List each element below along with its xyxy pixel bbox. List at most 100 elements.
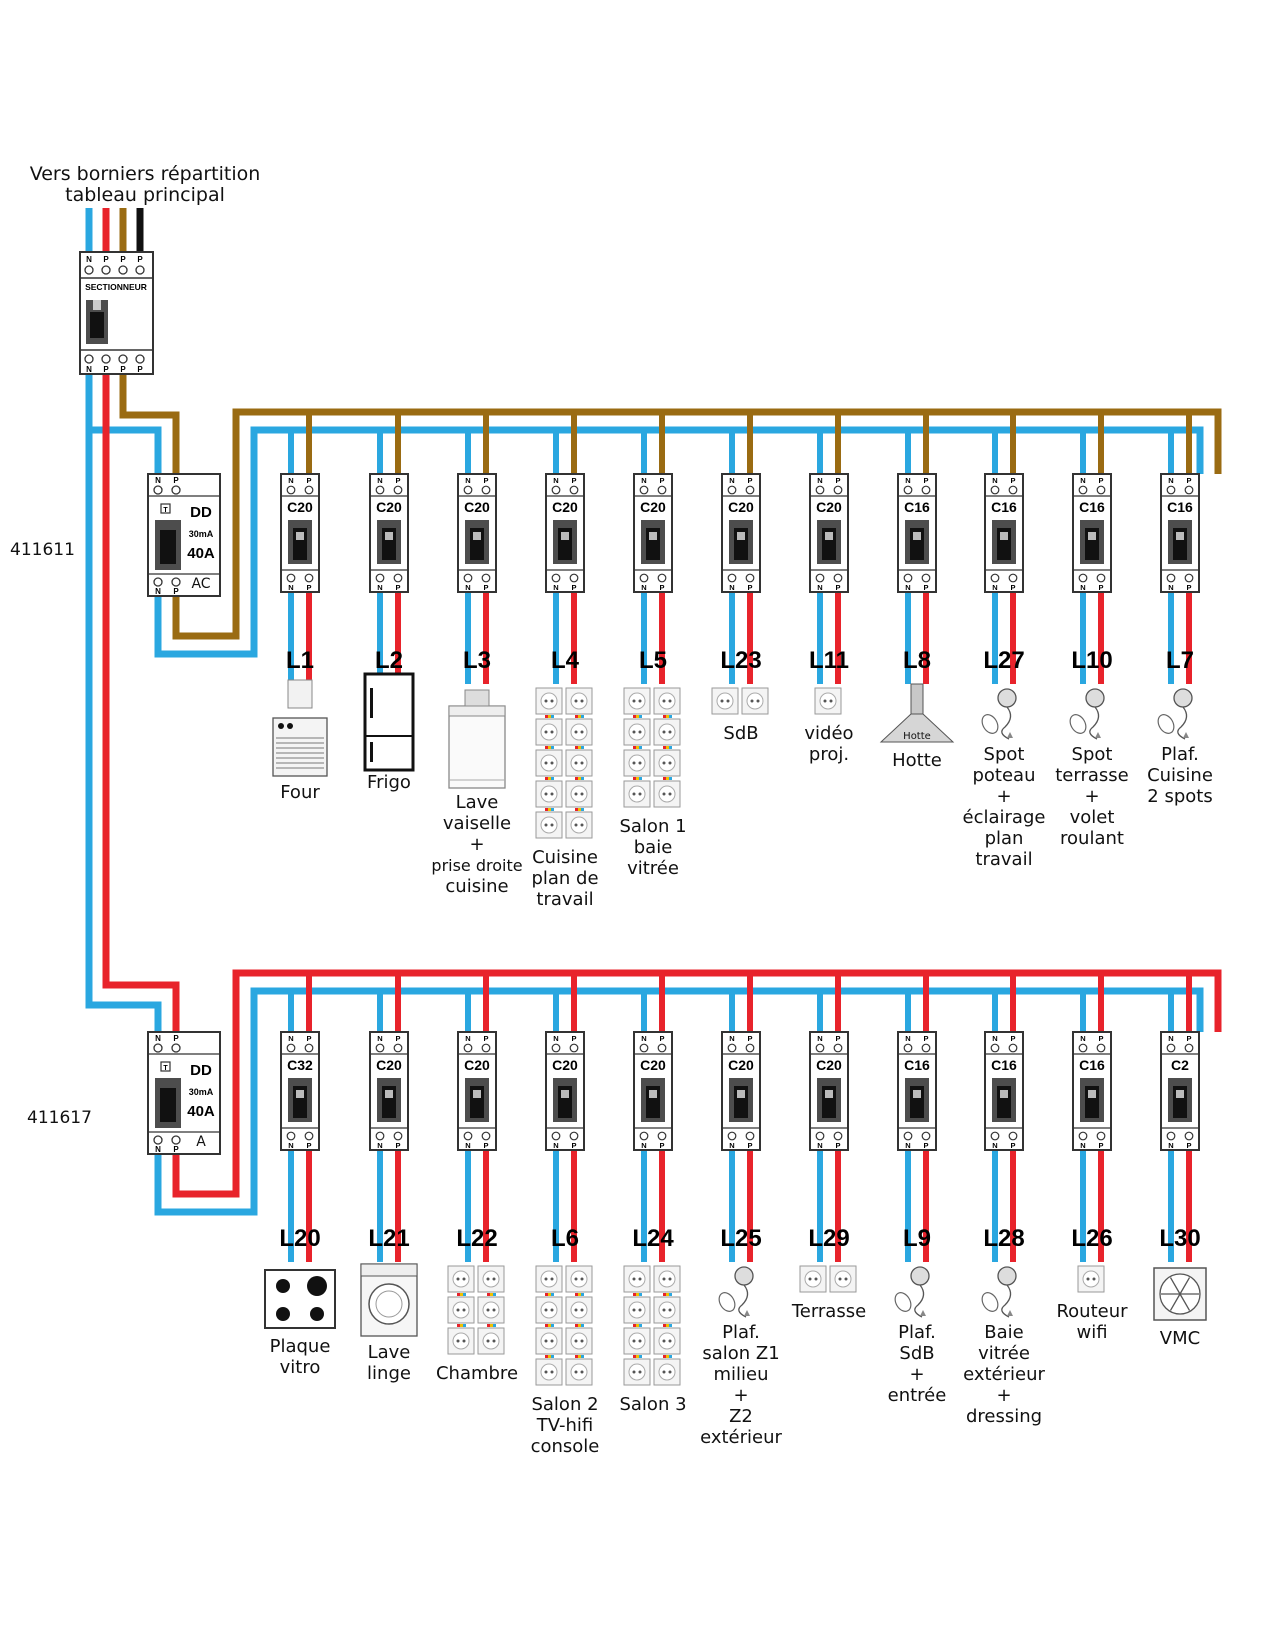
wire-dot <box>636 1293 639 1296</box>
wire-dot <box>578 777 581 780</box>
terminal-label: N <box>817 476 822 485</box>
load-description: console <box>531 1436 600 1457</box>
socket-face <box>628 754 646 772</box>
circuit-label: L10 <box>1071 647 1112 674</box>
terminal-screw <box>393 1131 403 1141</box>
socket-pin <box>580 792 584 796</box>
terminal-screw <box>135 354 145 364</box>
terminal-screw <box>903 1043 913 1053</box>
socket-pin <box>492 1308 496 1312</box>
terminal-screw <box>1096 1043 1106 1053</box>
wire-dot <box>666 1324 669 1327</box>
wire-dot <box>551 1355 554 1358</box>
circuit-label: L29 <box>808 1225 849 1252</box>
neutral-bus <box>154 987 1204 1216</box>
terminal-label: P <box>103 255 109 264</box>
wire-dot <box>581 1293 584 1296</box>
terminal-label: P <box>103 365 109 374</box>
wire-dot <box>545 1293 548 1296</box>
load-description: Plaque <box>270 1336 331 1357</box>
socket-face <box>540 1332 558 1350</box>
wire-dot <box>636 1324 639 1327</box>
hood-icon: Hotte <box>879 683 955 743</box>
socket-pin <box>580 823 584 827</box>
terminal-label: N <box>288 1034 293 1043</box>
socket-pin <box>1092 1277 1096 1281</box>
wire-dot <box>663 777 666 780</box>
wire-dot <box>633 746 636 749</box>
hob-body <box>264 1269 336 1329</box>
wire-dot <box>490 1324 493 1327</box>
wire-dot <box>460 1324 463 1327</box>
terminal-label: P <box>835 1034 840 1043</box>
neutral-bus <box>154 426 1204 658</box>
socket-pin <box>668 1370 672 1374</box>
load-description: Salon 1 <box>619 816 686 837</box>
socket-pin <box>580 1370 584 1374</box>
terminal-label: P <box>747 476 752 485</box>
terminal-label: N <box>905 476 910 485</box>
terminal-label: P <box>1186 1141 1191 1150</box>
socket-pin <box>638 1308 642 1312</box>
load-description: terrasse <box>1055 765 1128 786</box>
terminal-screw <box>903 485 913 495</box>
breaker-rating: C16 <box>904 1057 930 1073</box>
terminal-screw <box>481 1043 491 1053</box>
hook <box>1183 732 1189 738</box>
socket-pin <box>550 792 554 796</box>
load-description: travail <box>536 889 593 910</box>
dishwasher-rack <box>464 689 490 707</box>
circuit-label: L28 <box>983 1225 1024 1252</box>
terminal-screw <box>727 485 737 495</box>
terminal-screw <box>101 354 111 364</box>
circuit-label: L8 <box>903 647 931 674</box>
terminal-label: P <box>571 1141 576 1150</box>
terminal-screw <box>463 1131 473 1141</box>
terminal-screw <box>569 1043 579 1053</box>
hood-canopy <box>879 713 955 743</box>
hook <box>920 1310 926 1316</box>
terminal-label: N <box>1168 476 1173 485</box>
load-description: Frigo <box>367 772 411 793</box>
wire-dot <box>548 808 551 811</box>
socket-icon <box>535 687 593 839</box>
rcd-sensitivity: 30mA <box>189 529 214 539</box>
terminal-screw <box>286 573 296 583</box>
bulb <box>894 1292 912 1312</box>
breaker-lever <box>1176 1090 1184 1098</box>
socket-pin <box>574 1308 578 1312</box>
rcd-handle <box>160 530 176 564</box>
circuit-label: L23 <box>720 647 761 674</box>
load-description: linge <box>367 1363 411 1384</box>
wire-dot <box>636 746 639 749</box>
lamp-cable <box>1001 706 1012 740</box>
hob-zone <box>310 1307 324 1321</box>
terminal-label: P <box>747 583 752 592</box>
terminal-screw <box>639 573 649 583</box>
terminal-label: N <box>641 1141 646 1150</box>
socket-pin <box>574 792 578 796</box>
circuit-label: L7 <box>1166 647 1194 674</box>
load-description: travail <box>975 849 1032 870</box>
load-description: vitro <box>280 1357 321 1378</box>
socket-pin <box>668 761 672 765</box>
socket-face <box>482 1270 500 1288</box>
terminal-label: N <box>553 1034 558 1043</box>
terminal-label: N <box>465 583 470 592</box>
terminal-label: N <box>729 476 734 485</box>
socket-pin <box>720 699 724 703</box>
breaker-lever <box>296 532 304 540</box>
wire-dot <box>639 1293 642 1296</box>
hood-chimney <box>910 683 924 715</box>
terminal-label: N <box>1080 583 1085 592</box>
socket-face <box>452 1332 470 1350</box>
terminal-label: P <box>659 1034 664 1043</box>
terminal-label: P <box>923 1034 928 1043</box>
socket-pin <box>580 1277 584 1281</box>
breaker-lever <box>473 1090 481 1098</box>
panel-reference: 411611 <box>10 540 75 560</box>
